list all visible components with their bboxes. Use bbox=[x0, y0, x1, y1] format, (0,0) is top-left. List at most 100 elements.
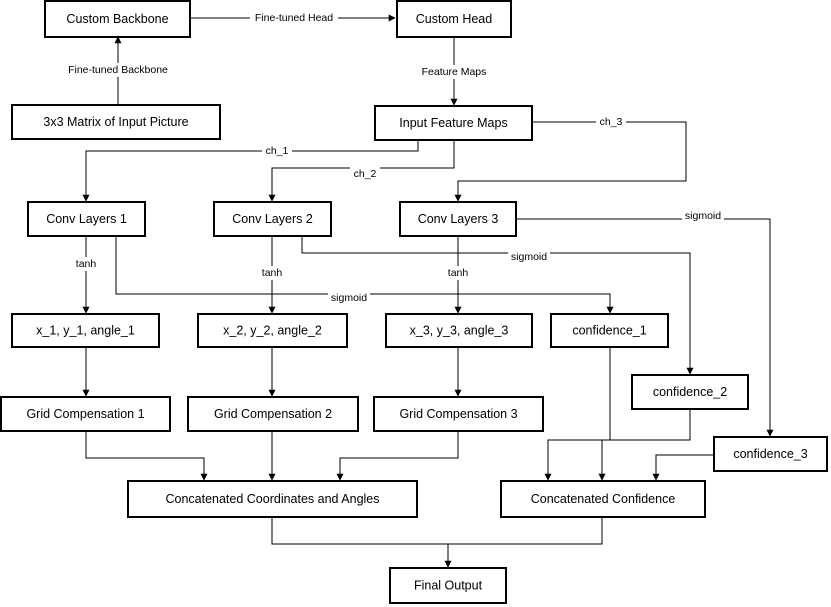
node-label: confidence_2 bbox=[653, 385, 727, 399]
node-custom-backbone[interactable]: Custom Backbone bbox=[44, 0, 191, 38]
node-conv-layers-1[interactable]: Conv Layers 1 bbox=[27, 201, 146, 237]
node-box bbox=[213, 201, 332, 237]
node-confidence-3[interactable]: confidence_3 bbox=[713, 436, 828, 472]
node-label: Conv Layers 1 bbox=[46, 212, 127, 226]
node-label: Conv Layers 3 bbox=[418, 212, 499, 226]
node-box bbox=[389, 567, 507, 604]
node-label: ch_1 bbox=[266, 145, 289, 157]
edge-conf3-to-concat-conf bbox=[652, 454, 714, 481]
node-box bbox=[11, 104, 221, 140]
edge-sigmoid3 bbox=[516, 218, 774, 437]
edges bbox=[82, 14, 774, 568]
node-label: tanh bbox=[448, 267, 469, 279]
label-sigmoid1: sigmoid bbox=[328, 291, 370, 305]
node-xya-1[interactable]: x_1, y_1, angle_1 bbox=[11, 313, 160, 348]
node-label: ch_3 bbox=[600, 116, 623, 128]
node-grid-compensation-2[interactable]: Grid Compensation 2 bbox=[187, 396, 359, 432]
label-background bbox=[350, 167, 380, 181]
node-box bbox=[500, 480, 706, 518]
node-concatenated-coordinates[interactable]: Concatenated Coordinates and Angles bbox=[127, 480, 418, 518]
node-label: Grid Compensation 1 bbox=[26, 407, 144, 421]
label-background bbox=[328, 291, 370, 305]
node-box bbox=[11, 313, 160, 348]
edge-grid3-to-concat bbox=[336, 431, 459, 481]
edge-concat-coords-to-final bbox=[271, 517, 452, 568]
label-background bbox=[74, 257, 98, 271]
label-background bbox=[415, 65, 493, 79]
label-background bbox=[508, 250, 550, 264]
label-feature-maps: Feature Maps bbox=[415, 65, 493, 79]
node-label: Input Feature Maps bbox=[399, 116, 507, 130]
node-box bbox=[631, 374, 749, 410]
node-box bbox=[44, 0, 191, 38]
node-final-output[interactable]: Final Output bbox=[389, 567, 507, 604]
label-ch3: ch_3 bbox=[596, 115, 626, 129]
label-ch1: ch_1 bbox=[262, 144, 292, 158]
node-confidence-1[interactable]: confidence_1 bbox=[550, 313, 669, 348]
node-xya-2[interactable]: x_2, y_2, angle_2 bbox=[197, 313, 348, 348]
node-conv-layers-3[interactable]: Conv Layers 3 bbox=[399, 201, 517, 237]
node-conv-layers-2[interactable]: Conv Layers 2 bbox=[213, 201, 332, 237]
node-box bbox=[187, 396, 359, 432]
node-input-feature-maps[interactable]: Input Feature Maps bbox=[374, 105, 533, 141]
node-custom-head[interactable]: Custom Head bbox=[396, 0, 512, 38]
label-background bbox=[262, 144, 292, 158]
node-label: x_3, y_3, angle_3 bbox=[410, 324, 509, 338]
node-label: Final Output bbox=[414, 579, 483, 593]
edge-sigmoid2 bbox=[301, 236, 694, 375]
node-xya-3[interactable]: x_3, y_3, angle_3 bbox=[385, 313, 533, 348]
node-label: Concatenated Coordinates and Angles bbox=[165, 492, 379, 506]
node-label: Feature Maps bbox=[422, 66, 487, 78]
edge-concat-conf-to-final bbox=[448, 517, 603, 545]
node-box bbox=[399, 201, 517, 237]
edge-labels: Fine-tuned Head Fine-tuned Backbone Feat… bbox=[60, 11, 724, 305]
node-label: Custom Backbone bbox=[66, 12, 168, 26]
label-background bbox=[446, 266, 470, 280]
node-label: tanh bbox=[76, 258, 97, 270]
edge-grid1-to-concat bbox=[85, 431, 208, 481]
node-label: ch_2 bbox=[354, 168, 377, 180]
node-box bbox=[713, 436, 828, 472]
node-label: Fine-tuned Backbone bbox=[68, 64, 168, 76]
node-box bbox=[0, 396, 171, 432]
node-label: Grid Compensation 3 bbox=[399, 407, 517, 421]
label-background bbox=[60, 63, 176, 77]
node-label: sigmoid bbox=[685, 210, 721, 222]
edge-conf2-to-concat-conf bbox=[598, 409, 691, 481]
node-label: Concatenated Confidence bbox=[531, 492, 676, 506]
node-grid-compensation-3[interactable]: Grid Compensation 3 bbox=[373, 396, 544, 432]
node-label: Conv Layers 2 bbox=[232, 212, 313, 226]
node-label: confidence_3 bbox=[733, 447, 807, 461]
edge-ch1 bbox=[82, 140, 419, 202]
node-label: tanh bbox=[262, 267, 283, 279]
node-grid-compensation-1[interactable]: Grid Compensation 1 bbox=[0, 396, 171, 432]
node-box bbox=[373, 396, 544, 432]
node-label: confidence_1 bbox=[572, 324, 646, 338]
node-concatenated-confidence[interactable]: Concatenated Confidence bbox=[500, 480, 706, 518]
node-box bbox=[374, 105, 533, 141]
label-tanh3: tanh bbox=[446, 266, 470, 280]
node-label: x_1, y_1, angle_1 bbox=[36, 324, 135, 338]
label-background bbox=[250, 11, 338, 25]
node-box bbox=[197, 313, 348, 348]
label-ch2: ch_2 bbox=[350, 167, 380, 181]
label-fine-tuned-backbone: Fine-tuned Backbone bbox=[60, 63, 176, 77]
label-background bbox=[682, 209, 724, 223]
edge-conf1-to-concat-conf bbox=[544, 347, 611, 481]
node-label: Fine-tuned Head bbox=[255, 12, 333, 24]
node-label: sigmoid bbox=[511, 251, 547, 263]
label-sigmoid2: sigmoid bbox=[508, 250, 550, 264]
label-background bbox=[260, 266, 284, 280]
node-box bbox=[27, 201, 146, 237]
node-box bbox=[550, 313, 669, 348]
label-fine-tuned-head: Fine-tuned Head bbox=[250, 11, 338, 25]
node-label: Grid Compensation 2 bbox=[214, 407, 332, 421]
label-tanh1: tanh bbox=[74, 257, 98, 271]
node-box bbox=[396, 0, 512, 38]
label-background bbox=[596, 115, 626, 129]
node-label: x_2, y_2, angle_2 bbox=[223, 324, 322, 338]
node-confidence-2[interactable]: confidence_2 bbox=[631, 374, 749, 410]
node-input-matrix[interactable]: 3x3 Matrix of Input Picture bbox=[11, 104, 221, 140]
node-box bbox=[385, 313, 533, 348]
